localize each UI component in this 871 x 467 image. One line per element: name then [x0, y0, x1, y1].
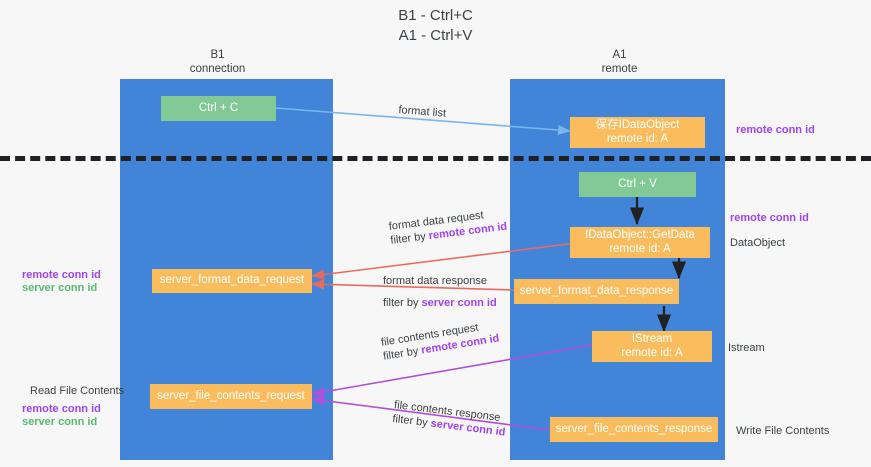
- edge-label-format-data-request: format data request filter by remote con…: [388, 206, 508, 248]
- edge-label-file-contents-request: file contents request filter by remote c…: [380, 318, 500, 364]
- annotation-right-istream: Istream: [728, 342, 765, 354]
- edge-label-format-data-response-line2: filter by server conn id: [383, 296, 497, 310]
- filter-by-prefix-4: filter by: [391, 412, 432, 430]
- edge-label-format-data-request-line2: filter by remote conn id: [390, 220, 508, 248]
- edge-label-file-contents-request-line2: filter by remote conn id: [382, 331, 500, 363]
- annotation-left-server-conn-id-2: server conn id: [22, 416, 98, 428]
- arrow-format-data-response-left: [311, 279, 515, 291]
- column-header-a1: A1 remote: [552, 48, 687, 76]
- lane-b1-connection: [120, 79, 333, 460]
- column-header-b1: B1 connection: [150, 48, 285, 76]
- server-conn-id-key-4: server conn id: [429, 417, 507, 439]
- remote-conn-id-key-1: remote conn id: [428, 220, 508, 243]
- annotation-left-remote-conn-id-2: remote conn id: [22, 403, 101, 415]
- annotation-right-remote-conn-id-mid: remote conn id: [730, 212, 809, 224]
- annotation-left-read-file-contents: Read File Contents: [30, 385, 125, 397]
- column-a1-role: remote: [601, 63, 638, 75]
- title-line-1: B1 - Ctrl+C: [398, 7, 473, 24]
- filter-by-prefix-2: filter by: [383, 297, 422, 309]
- column-a1-name: A1: [612, 49, 627, 61]
- edge-label-file-contents-request-line1: file contents request: [380, 321, 480, 349]
- diagram-title: B1 - Ctrl+C A1 - Ctrl+V: [0, 6, 871, 46]
- annotation-right-remote-conn-id-top: remote conn id: [736, 124, 815, 136]
- server-conn-id-key-2: server conn id: [421, 297, 497, 309]
- edge-label-file-contents-response-line2: filter by server conn id: [392, 412, 507, 440]
- title-line-2: A1 - Ctrl+V: [398, 27, 473, 44]
- edge-label-file-contents-response-line1: file contents response: [393, 398, 502, 424]
- edge-label-format-data-response: format data response filter by server co…: [383, 274, 497, 310]
- edge-label-format-data-response-line1: format data response: [383, 275, 487, 287]
- lane-a1-remote: [510, 79, 725, 460]
- phase-separator-dashed-line: [0, 156, 871, 161]
- annotation-left-remote-conn-id-1: remote conn id: [22, 269, 101, 281]
- filter-by-prefix-1: filter by: [389, 230, 430, 247]
- column-b1-name: B1: [210, 49, 225, 61]
- edge-label-format-data-request-line1: format data request: [388, 209, 485, 233]
- edge-label-format-list-line1: format list: [397, 103, 447, 120]
- annotation-right-write-file-contents: Write File Contents: [736, 425, 830, 437]
- remote-conn-id-key-3: remote conn id: [420, 332, 501, 357]
- column-b1-role: connection: [189, 63, 246, 75]
- edge-label-format-list: format list: [398, 103, 447, 121]
- annotation-left-server-conn-id-1: server conn id: [22, 282, 98, 294]
- annotation-right-dataobject: DataObject: [730, 237, 786, 249]
- filter-by-prefix-3: filter by: [382, 344, 423, 363]
- edge-label-file-contents-response: file contents response filter by server …: [392, 398, 508, 440]
